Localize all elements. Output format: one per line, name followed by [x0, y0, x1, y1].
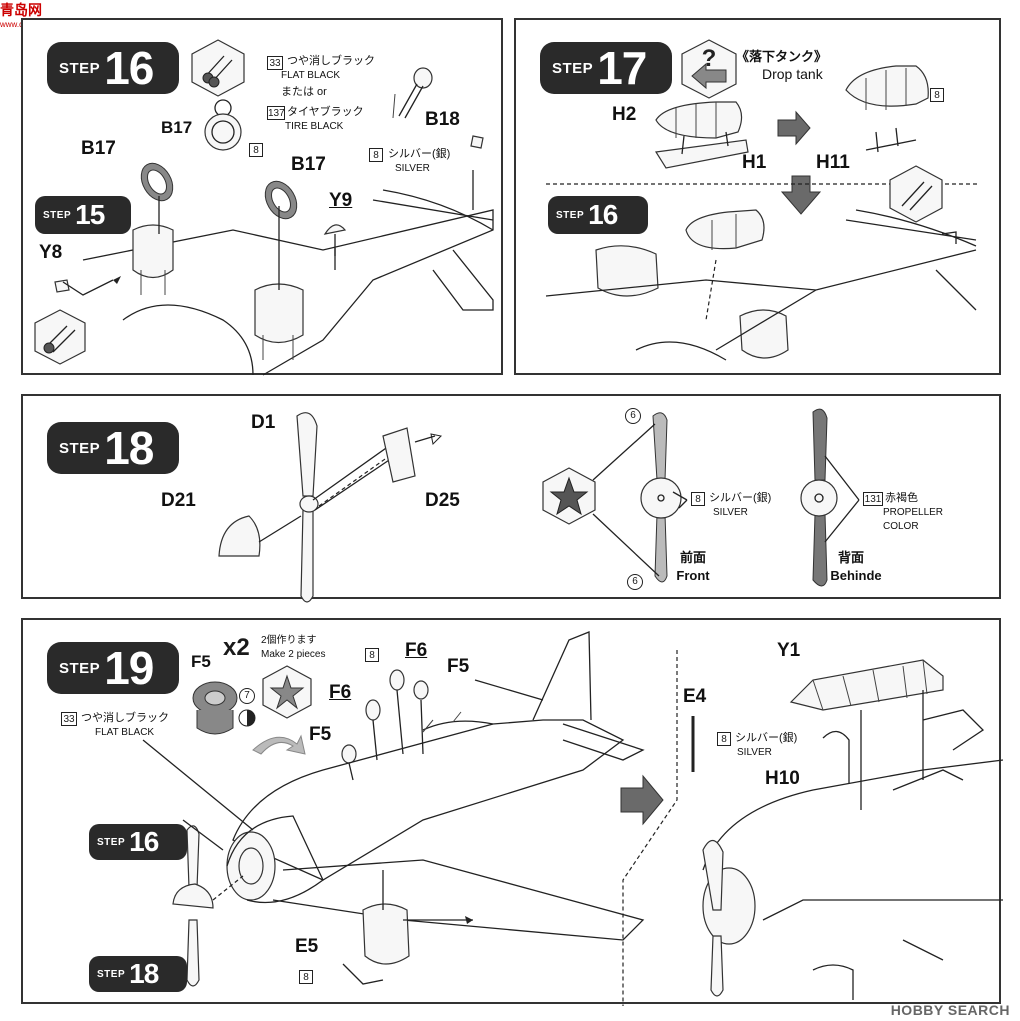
aircraft-side-drawing: [142, 631, 1004, 1006]
drop-tank-title-jp: 《落下タンク》: [736, 49, 828, 64]
h2-label: H2: [612, 104, 637, 125]
mark-6-top: 6: [625, 408, 641, 424]
option-question-icon: ?: [681, 39, 737, 99]
prop-color-en-1: PROPELLER: [883, 507, 944, 518]
or-text: または or: [281, 86, 327, 98]
h11-label: H11: [816, 152, 850, 173]
y9-label: Y9: [329, 190, 353, 211]
silver-en-19: SILVER: [737, 747, 772, 758]
silver-en-18: SILVER: [713, 507, 748, 518]
aircraft-underside-drawing: [62, 135, 494, 376]
h10-label: H10: [765, 768, 800, 789]
h1-label: H1: [742, 152, 767, 173]
color-code-8-a: 8: [249, 143, 263, 157]
prop-color-jp: 赤褐色: [885, 492, 918, 504]
d1-label: D1: [251, 412, 276, 433]
d21-label: D21: [161, 490, 196, 511]
f6-label-a: F6: [405, 640, 428, 661]
b17-label-b: B17: [81, 138, 116, 159]
b18-label: B18: [425, 109, 460, 130]
color-code-33-b: 33: [61, 712, 77, 726]
e5-label: E5: [295, 936, 319, 957]
multiplier-label: x2: [223, 634, 250, 661]
d25-label: D25: [425, 490, 460, 511]
b18-strut-icon: [392, 67, 433, 119]
silver-en: SILVER: [395, 163, 430, 174]
silver-jp-18: シルバー(銀): [709, 492, 772, 504]
hobby-search-watermark: HOBBY SEARCH: [890, 1002, 1010, 1018]
color-code-137: 137: [267, 106, 285, 120]
tire-black-en: TIRE BLACK: [285, 121, 344, 132]
wheel-detail-icon: [204, 99, 242, 151]
drop-tank-drawing: [545, 65, 978, 361]
flat-black-en: FLAT BLACK: [281, 70, 341, 81]
color-code-8-e: 8: [365, 648, 379, 662]
color-code-8-d: 8: [691, 492, 705, 506]
flat-black-en-19: FLAT BLACK: [95, 727, 155, 738]
color-code-8-g: 8: [299, 970, 313, 984]
f5-label-c: F5: [309, 724, 332, 745]
prop-color-en-2: COLOR: [883, 521, 919, 532]
b17-label-c: B17: [291, 154, 326, 175]
propeller-assembly-drawing: [218, 408, 860, 603]
f5-label-b: F5: [447, 656, 470, 677]
color-code-131: 131: [863, 492, 883, 506]
e4-label: E4: [683, 686, 707, 707]
mark-6-bottom: 6: [627, 574, 643, 590]
tire-black-jp: タイヤブラック: [287, 106, 364, 118]
cutter-icon-2: [34, 309, 86, 365]
tire-b17-left: [140, 162, 174, 202]
silver-jp: シルバー(銀): [388, 148, 451, 160]
b17-label-a: B17: [161, 118, 193, 137]
f6-label-b: F6: [329, 682, 352, 703]
behind-en: Behinde: [830, 568, 882, 583]
color-code-8-b: 8: [369, 148, 383, 162]
make-2-en: Make 2 pieces: [261, 649, 326, 660]
rotate-arrow: [252, 734, 306, 755]
y8-label: Y8: [39, 242, 63, 263]
mark-7: 7: [239, 688, 255, 704]
tire-b17-right: [264, 180, 298, 220]
drop-tank-title-en: Drop tank: [762, 66, 823, 82]
flat-black-jp: つや消しブラック: [287, 55, 375, 67]
front-jp: 前面: [679, 550, 706, 565]
color-code-33: 33: [267, 56, 283, 70]
svg-text:?: ?: [702, 45, 717, 72]
front-en: Front: [676, 568, 710, 583]
f5-label-a: F5: [191, 652, 211, 671]
half-black-circle: [238, 709, 256, 727]
cutter-icon: [191, 39, 245, 97]
make-2-jp: 2個作ります: [261, 635, 317, 646]
behind-jp: 背面: [837, 550, 864, 565]
star-hex-icon: [262, 665, 312, 719]
f5-wheel-part: [192, 681, 238, 735]
y1-label: Y1: [777, 640, 801, 661]
color-code-8-f: 8: [717, 732, 731, 746]
silver-jp-19: シルバー(銀): [735, 732, 798, 744]
color-code-8-c: 8: [930, 88, 944, 102]
flat-black-jp-19: つや消しブラック: [81, 712, 169, 724]
